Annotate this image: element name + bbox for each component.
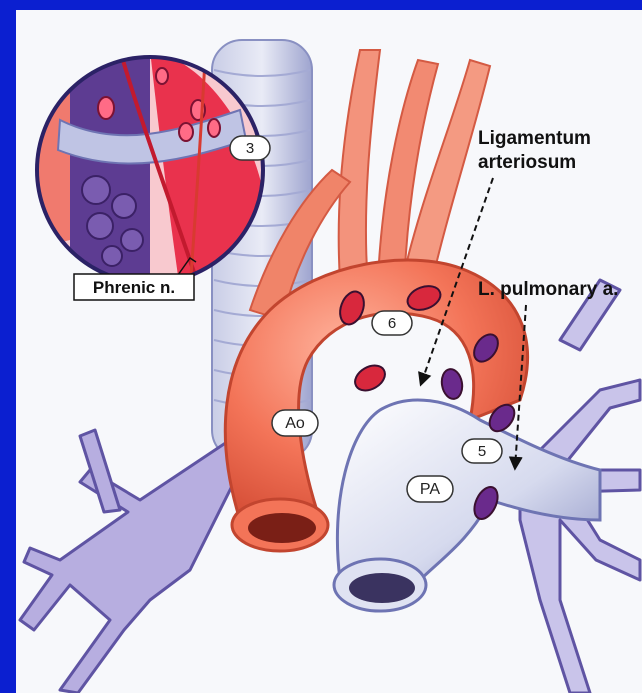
station-badge-5: 5: [462, 439, 502, 463]
pulmonary-artery-badge: PA: [407, 476, 453, 502]
pulmonary-artery-label: PA: [420, 481, 440, 498]
pulmonary-label: L. pulmonary a.: [478, 279, 618, 300]
ligamentum-label-line1: Ligamentum: [478, 128, 591, 149]
ligamentum-label-line2: arteriosum: [478, 152, 576, 173]
station-6-label: 6: [388, 315, 396, 332]
aorta-label: Ao: [285, 415, 305, 432]
station-3-label: 3: [246, 140, 254, 157]
aorta-badge: Ao: [272, 410, 318, 436]
phrenic-label: Phrenic n.: [93, 278, 175, 297]
station-badge-3: 3: [230, 136, 270, 160]
station-5-label: 5: [478, 443, 486, 460]
station-badge-6: 6: [372, 311, 412, 335]
